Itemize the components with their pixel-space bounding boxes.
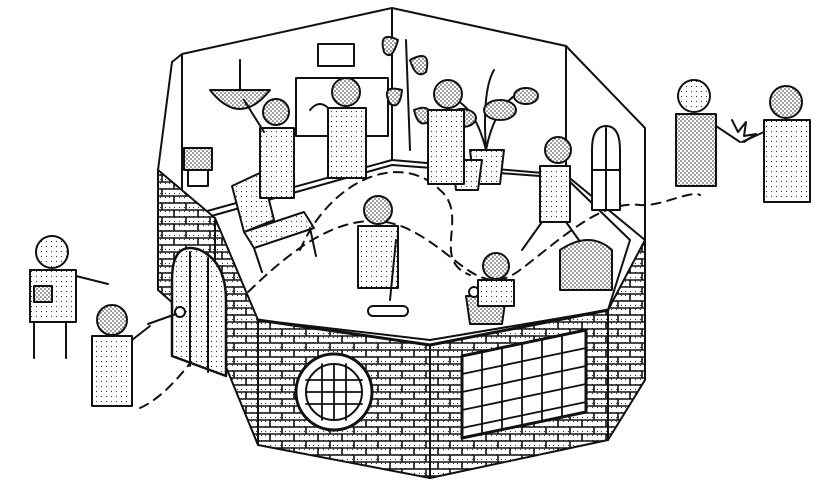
person-shaking-hands-right	[741, 85, 811, 203]
arched-door	[170, 246, 228, 378]
hanging-bowl	[209, 59, 271, 110]
person-sitting-dog	[559, 239, 613, 291]
handshake-spark-icon	[731, 119, 757, 143]
grid-window-icon	[460, 328, 588, 440]
walking-path-dashed-inner	[299, 171, 471, 276]
wall-heater	[183, 147, 213, 187]
porthole-window-icon	[294, 352, 374, 432]
person-walking	[521, 136, 587, 251]
arched-window-icon	[591, 125, 621, 211]
rolled-scroll	[367, 305, 409, 317]
person-watering-plant	[427, 79, 465, 185]
person-with-key	[91, 304, 151, 407]
person-picking-up-scroll	[357, 195, 399, 301]
person-at-mirror	[327, 77, 367, 179]
person-welcoming-left	[29, 235, 109, 359]
key-icon	[147, 306, 186, 325]
person-with-basket	[477, 252, 515, 307]
person-on-chair-painting	[243, 98, 295, 199]
person-shaking-hands-left	[675, 79, 741, 187]
